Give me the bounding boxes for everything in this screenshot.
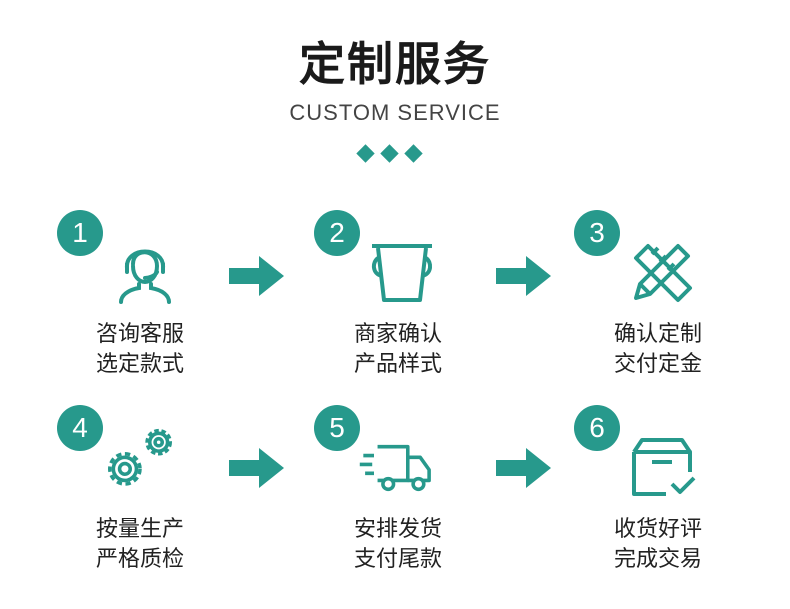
delivery-truck-icon (359, 444, 431, 492)
step-number-6: 6 (574, 405, 620, 451)
step-number-4: 4 (57, 405, 103, 451)
label-line: 安排发货 (353, 517, 442, 542)
bucket-icon (371, 244, 433, 302)
label-line: 支付尾款 (353, 547, 442, 572)
gears-icon (108, 428, 172, 486)
label-line: 选定款式 (95, 352, 184, 377)
label-line: 收货好评 (613, 517, 702, 542)
arrow-right-icon (229, 256, 284, 296)
step-label-6: 收货好评完成交易 (578, 515, 738, 575)
label-line: 产品样式 (353, 352, 442, 377)
label-line: 完成交易 (613, 547, 702, 572)
arrow-right-icon (496, 256, 551, 296)
diamond-divider (356, 144, 423, 163)
pencil-ruler-icon (634, 244, 692, 302)
page-title: 定制服务 (299, 37, 491, 91)
label-line: 严格质检 (95, 547, 184, 572)
customer-service-headset-icon (119, 249, 171, 304)
box-check-icon (632, 438, 696, 496)
arrow-right-icon (496, 448, 551, 488)
label-line: 商家确认 (353, 322, 442, 347)
step-number-1: 1 (57, 210, 103, 256)
diamond-icon (404, 144, 423, 163)
step-number-2: 2 (314, 210, 360, 256)
arrow-right-icon (229, 448, 284, 488)
step-label-4: 按量生产严格质检 (60, 515, 220, 575)
step-label-1: 咨询客服选定款式 (60, 320, 220, 380)
label-line: 按量生产 (95, 517, 184, 542)
step-label-5: 安排发货支付尾款 (318, 515, 478, 575)
step-label-2: 商家确认产品样式 (318, 320, 478, 380)
step-number-5: 5 (314, 405, 360, 451)
label-line: 确认定制 (613, 322, 702, 347)
label-line: 交付定金 (613, 352, 702, 377)
diamond-icon (380, 144, 399, 163)
diamond-icon (356, 144, 375, 163)
page-subtitle: CUSTOM SERVICE (289, 100, 501, 125)
step-label-3: 确认定制交付定金 (578, 320, 738, 380)
step-number-3: 3 (574, 210, 620, 256)
label-line: 咨询客服 (95, 322, 184, 347)
